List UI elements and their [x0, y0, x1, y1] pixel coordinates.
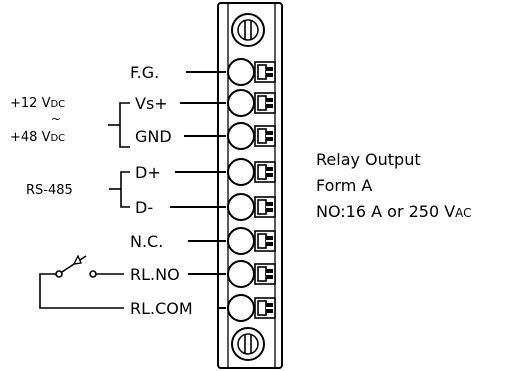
bottom-mounting-screw-icon: [231, 327, 265, 361]
terminal-pin: [227, 58, 276, 86]
pin-label-fg: F.G.: [130, 63, 159, 82]
svg-text:NO:16 A or 250 VAC: NO:16 A or 250 VAC: [316, 202, 472, 221]
pin-label-nc: N.C.: [130, 232, 163, 251]
power-top-value: +12 V: [10, 96, 51, 111]
power-bottom-unit: DC: [50, 133, 65, 144]
terminal-pin: [227, 227, 276, 255]
top-mounting-screw-icon: [231, 13, 265, 47]
terminal-pin: [227, 294, 276, 322]
terminal-pin: [227, 122, 276, 150]
svg-text:+48 VDC: +48 VDC: [10, 130, 65, 145]
pin-label-vs-plus: Vs+: [135, 94, 168, 113]
leader-lines: [170, 71, 226, 309]
pin-label-rl-no: RL.NO: [130, 265, 180, 284]
pin-label-d-plus: D+: [135, 163, 161, 182]
relay-output-spec: Relay Output Form A NO:16 A or 250 VAC: [316, 150, 472, 221]
relay-output-rating: NO:16 A or 250 V: [316, 202, 455, 221]
pin-label-rl-com: RL.COM: [130, 299, 193, 318]
rs485-bracket: [109, 171, 130, 208]
relay-switch-icon: [39, 254, 124, 309]
power-range-label: +12 VDC ~ +48 VDC: [10, 96, 65, 145]
power-bottom-value: +48 V: [10, 130, 51, 145]
relay-output-rating-unit: AC: [455, 206, 471, 220]
terminal-pins: [227, 58, 276, 322]
pin-label-gnd: GND: [135, 127, 172, 146]
power-top-unit: DC: [50, 99, 65, 110]
relay-output-form: Form A: [316, 176, 372, 195]
terminal-pin: [227, 193, 276, 221]
pin-label-d-minus: D-: [135, 198, 153, 217]
pin-labels: F.G. Vs+ GND D+ D- N.C. RL.NO RL.COM: [130, 63, 193, 318]
power-range-tilde: ~: [51, 112, 61, 126]
terminal-pin: [227, 89, 276, 117]
terminal-pin: [227, 158, 276, 186]
power-bracket: [108, 102, 130, 148]
rs485-label: RS-485: [26, 183, 73, 198]
svg-text:+12 VDC: +12 VDC: [10, 96, 65, 111]
relay-output-title: Relay Output: [316, 150, 421, 169]
terminal-pin: [227, 260, 276, 288]
